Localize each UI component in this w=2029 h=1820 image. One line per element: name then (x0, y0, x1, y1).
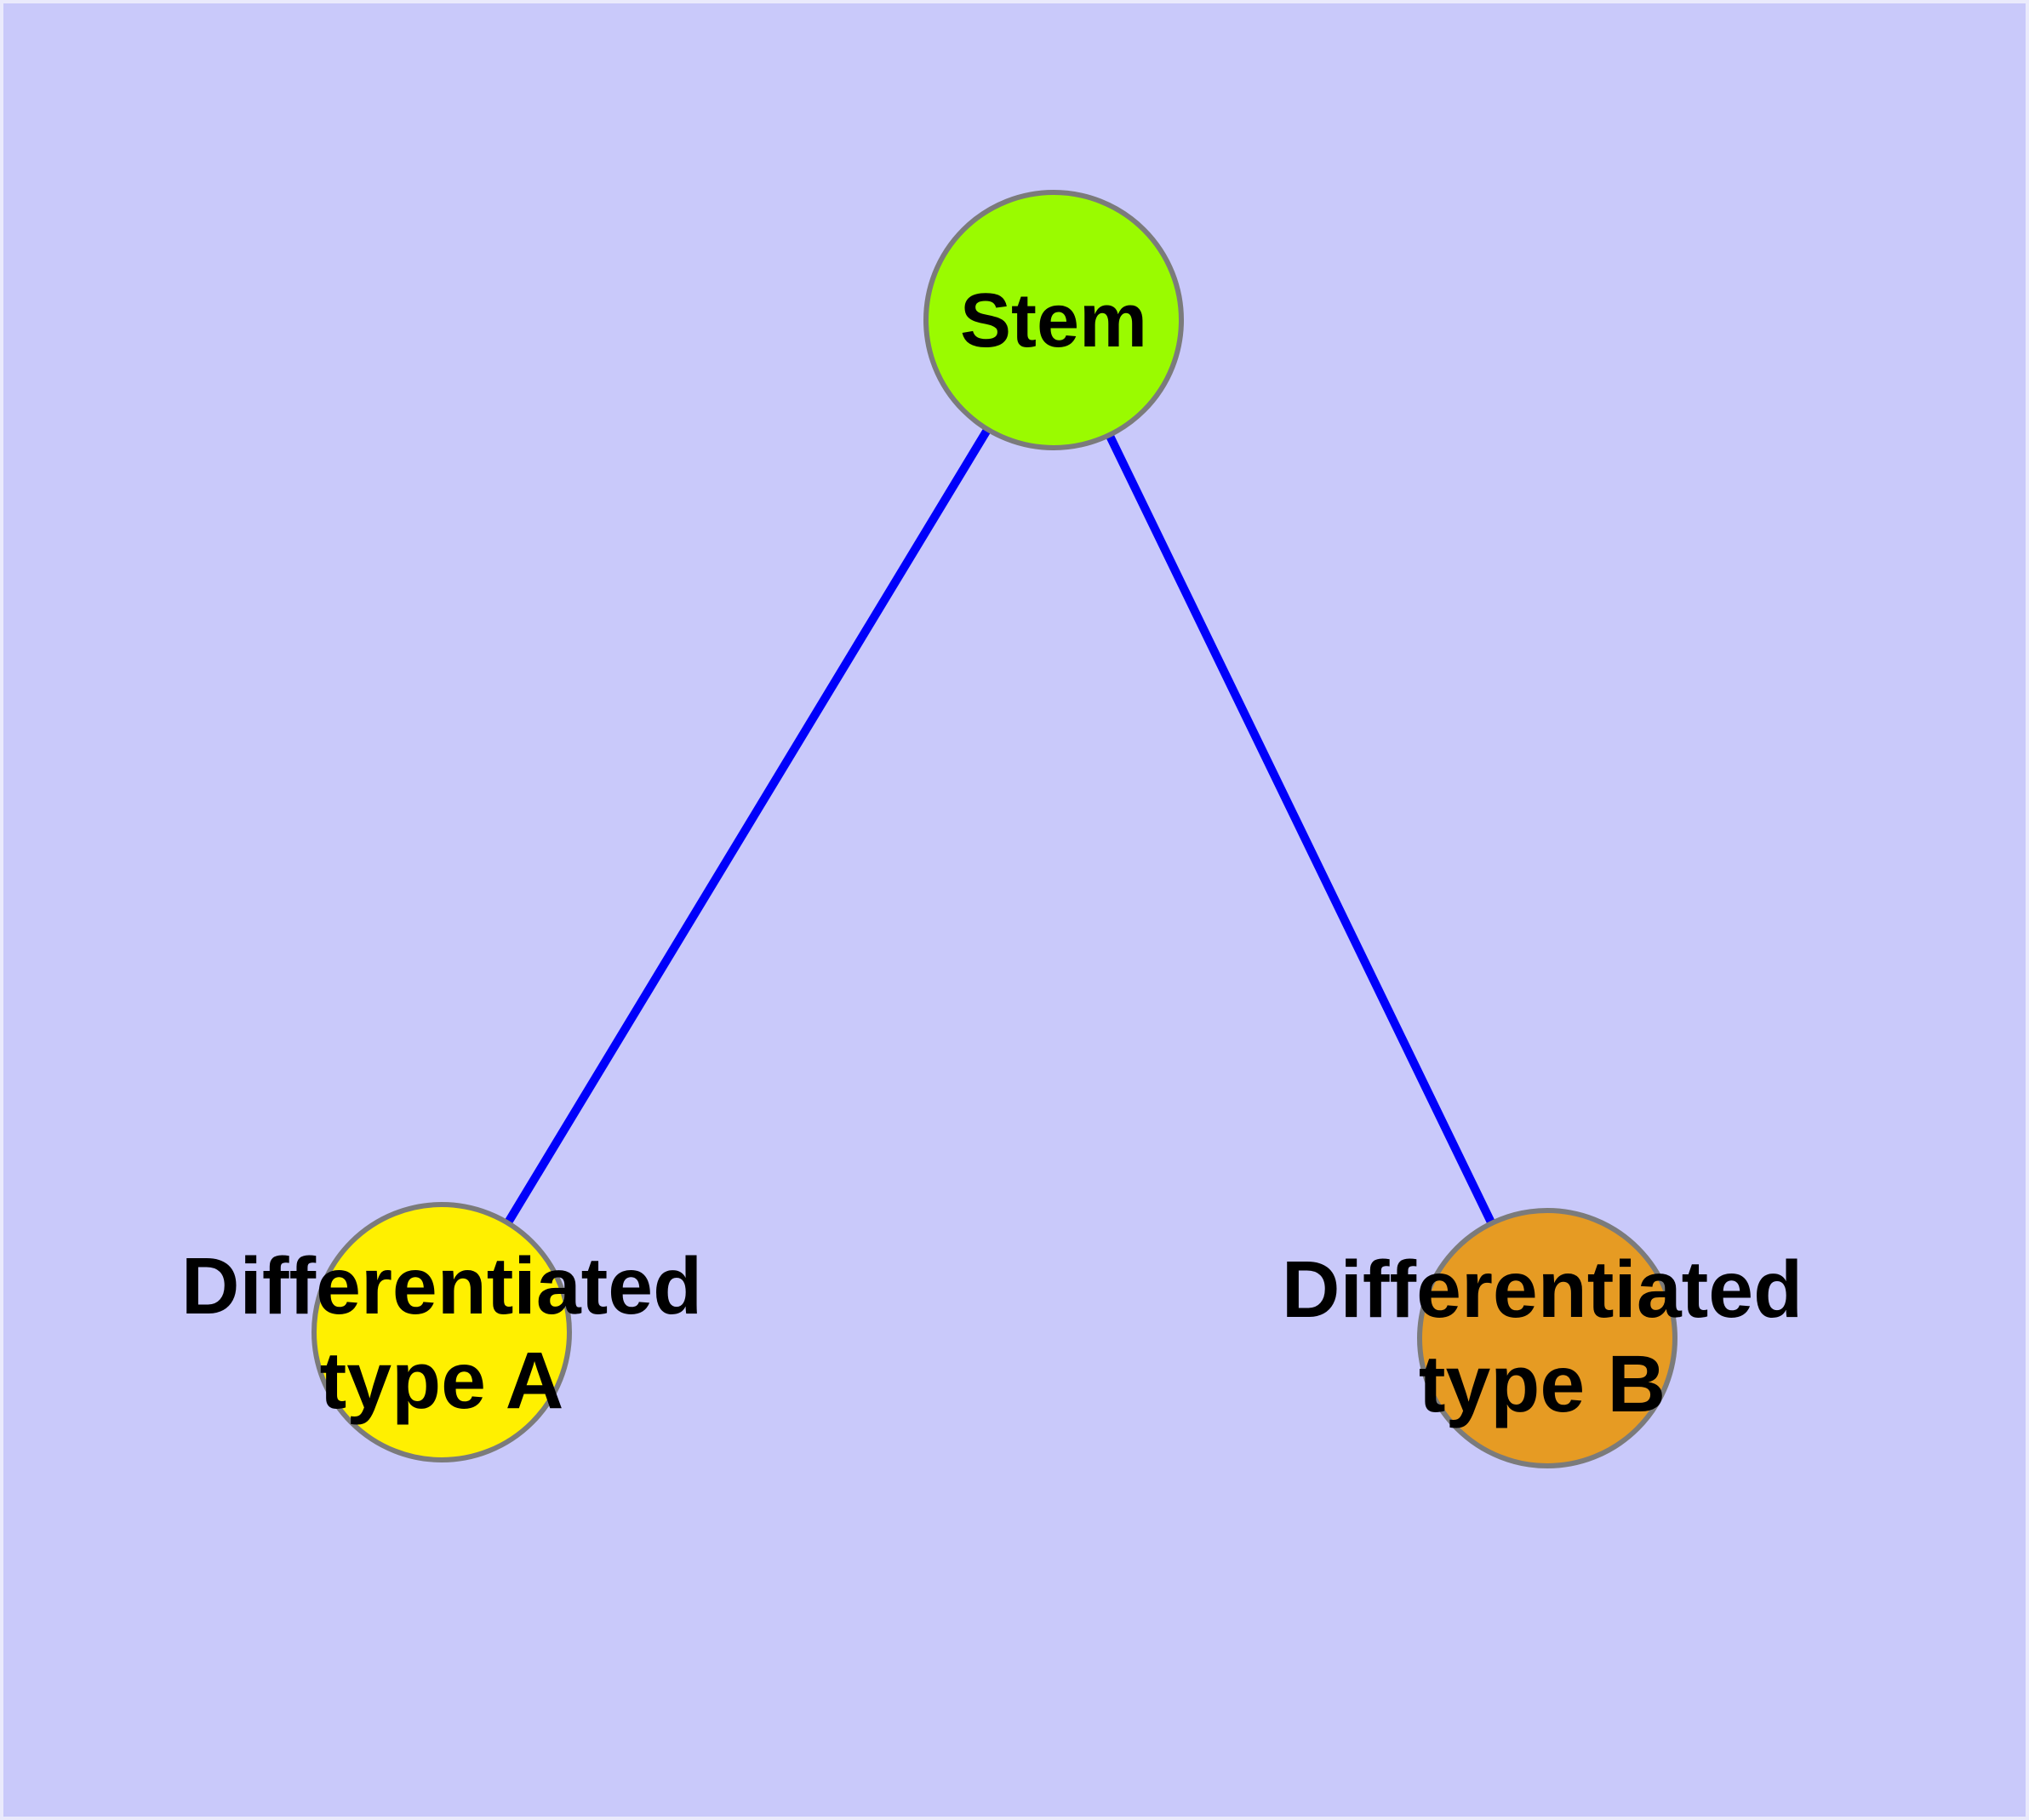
node-stem[interactable] (923, 190, 1184, 450)
node-differentiated-type-a[interactable] (311, 1202, 572, 1462)
node-differentiated-type-b[interactable] (1417, 1208, 1677, 1468)
edge-stem-to-type-b (1049, 318, 1552, 1341)
edge-stem-to-type-a (437, 318, 1058, 1335)
